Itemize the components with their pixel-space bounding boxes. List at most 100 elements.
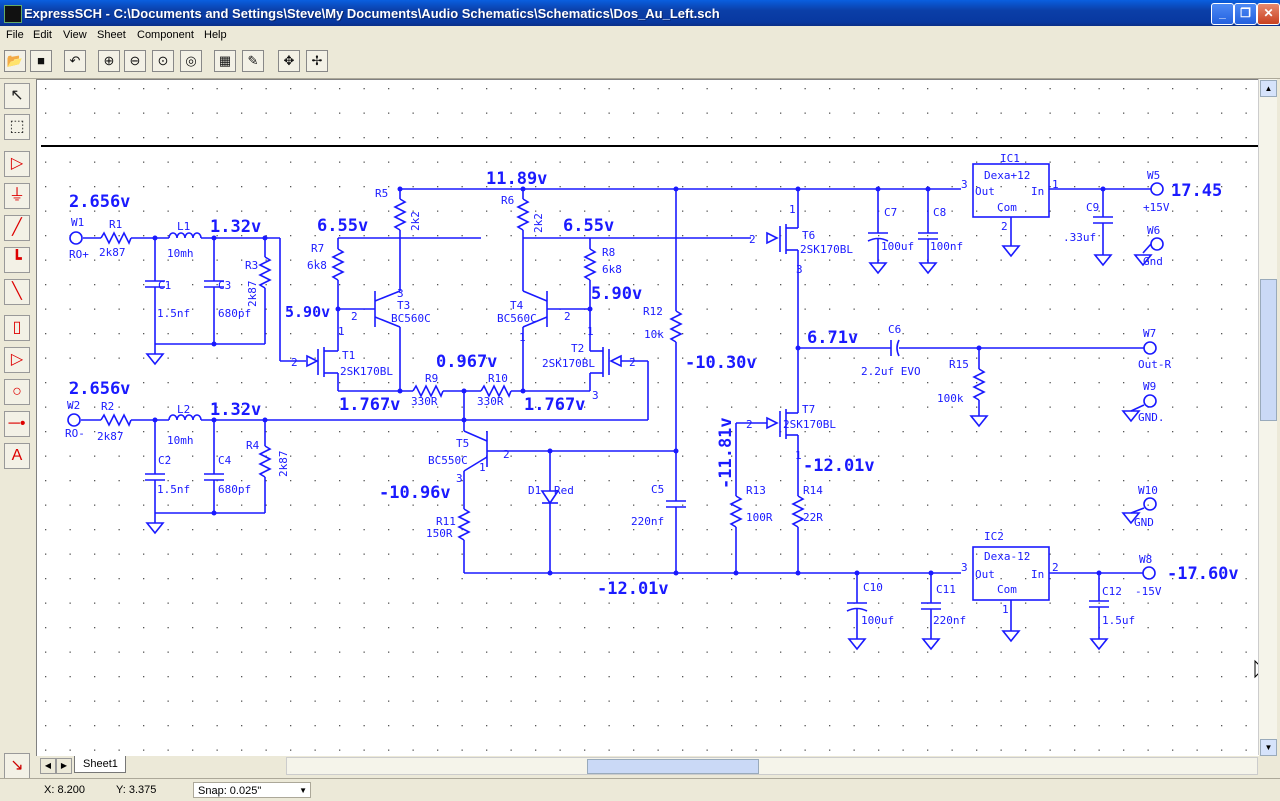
svg-text:RO+: RO+: [69, 248, 89, 261]
svg-text:D1: D1: [528, 484, 541, 497]
zoom-fit-icon[interactable]: ◎: [180, 50, 202, 72]
svg-text:BC560C: BC560C: [497, 312, 537, 325]
move-icon[interactable]: ✥: [278, 50, 300, 72]
svg-text:1: 1: [1052, 178, 1059, 191]
svg-text:Dexa-12: Dexa-12: [984, 550, 1030, 563]
undo-icon[interactable]: ↶: [64, 50, 86, 72]
svg-text:C5: C5: [651, 483, 664, 496]
menu-bar: File Edit View Sheet Component Help: [0, 26, 1280, 45]
svg-text:150R: 150R: [426, 527, 453, 540]
maximize-button[interactable]: ❐: [1234, 3, 1257, 25]
place-component-icon[interactable]: ▷: [4, 151, 30, 177]
tab-next-icon[interactable]: ▶: [56, 758, 72, 774]
menu-file[interactable]: File: [6, 29, 24, 41]
voltage-label: 5.90v: [285, 303, 330, 321]
svg-text:R15: R15: [949, 358, 969, 371]
svg-text:1: 1: [789, 203, 796, 216]
svg-text:2: 2: [564, 310, 571, 323]
menu-help[interactable]: Help: [204, 29, 227, 41]
svg-text:22R: 22R: [803, 511, 823, 524]
select-arrow-icon[interactable]: ↖: [4, 83, 30, 109]
part-icon[interactable]: ▯: [4, 315, 30, 341]
cursor-y: Y: 3.375: [116, 784, 157, 796]
wire-icon[interactable]: ╱: [4, 215, 30, 241]
net-icon[interactable]: ↘: [4, 753, 30, 779]
voltage-label: -10.30v: [685, 353, 757, 373]
menu-component[interactable]: Component: [137, 29, 194, 41]
port-icon[interactable]: ▷: [4, 347, 30, 373]
ground-icon[interactable]: ⏚: [4, 183, 30, 209]
minimize-button[interactable]: _: [1211, 3, 1234, 25]
svg-text:2SK170BL: 2SK170BL: [340, 365, 393, 378]
svg-text:T4: T4: [510, 299, 524, 312]
svg-text:3: 3: [961, 561, 968, 574]
text-icon[interactable]: A: [4, 443, 30, 469]
voltage-label: -10.96v: [379, 483, 451, 503]
svg-text:C3: C3: [218, 279, 231, 292]
scroll-thumb[interactable]: [1260, 279, 1277, 421]
close-button[interactable]: ✕: [1257, 3, 1280, 25]
svg-text:R10: R10: [488, 372, 508, 385]
svg-text:R5: R5: [375, 187, 388, 200]
zoom-in-icon[interactable]: ⊕: [98, 50, 120, 72]
sheet-tab[interactable]: Sheet1: [74, 756, 126, 773]
edit-part-icon[interactable]: ✎: [242, 50, 264, 72]
voltage-label: 0.967v: [436, 352, 497, 372]
line-icon[interactable]: ╲: [4, 279, 30, 305]
svg-text:R2: R2: [101, 400, 114, 413]
hscroll-thumb[interactable]: [587, 759, 759, 774]
svg-text:W7: W7: [1143, 327, 1156, 340]
chevron-down-icon[interactable]: ▼: [299, 786, 307, 795]
open-icon[interactable]: 📂: [4, 50, 26, 72]
svg-text:1: 1: [338, 325, 345, 338]
svg-text:Dexa+12: Dexa+12: [984, 169, 1030, 182]
properties-icon[interactable]: ▦: [214, 50, 236, 72]
menu-view[interactable]: View: [63, 29, 87, 41]
menu-edit[interactable]: Edit: [33, 29, 52, 41]
select-area-icon[interactable]: ⬚: [4, 114, 30, 140]
scroll-down-icon[interactable]: ▼: [1260, 739, 1277, 756]
svg-text:100k: 100k: [937, 392, 964, 405]
svg-text:BC560C: BC560C: [391, 312, 431, 325]
svg-text:L2: L2: [177, 403, 190, 416]
svg-text:W10: W10: [1138, 484, 1158, 497]
svg-text:2: 2: [629, 356, 636, 369]
svg-text:R3: R3: [245, 259, 258, 272]
zoom-out-icon[interactable]: ⊖: [124, 50, 146, 72]
svg-text:T5: T5: [456, 437, 469, 450]
vertical-scrollbar[interactable]: ▲ ▼: [1258, 79, 1277, 756]
menu-sheet[interactable]: Sheet: [97, 29, 126, 41]
svg-text:BC550C: BC550C: [428, 454, 468, 467]
svg-text:R1: R1: [109, 218, 122, 231]
svg-text:In: In: [1031, 568, 1044, 581]
voltage-label: 2.656v: [69, 192, 130, 212]
save-icon[interactable]: ■: [30, 50, 52, 72]
svg-text:W8: W8: [1139, 553, 1152, 566]
circle-icon[interactable]: ○: [4, 379, 30, 405]
svg-text:R9: R9: [425, 372, 438, 385]
svg-text:R11: R11: [436, 515, 456, 528]
pan-icon[interactable]: ✢: [306, 50, 328, 72]
schematic-canvas[interactable]: 2.656v 2.656v 1.32v 1.32v 11.89v 6.55v 6…: [36, 79, 1268, 756]
tool-palette: ↖ ⬚ ▷ ⏚ ╱ ┗ ╲ ▯ ▷ ○ ─• A ↘: [0, 79, 36, 779]
svg-text:2k87: 2k87: [246, 281, 259, 308]
scroll-up-icon[interactable]: ▲: [1260, 80, 1277, 97]
svg-text:Out-R: Out-R: [1138, 358, 1171, 371]
svg-text:2k87: 2k87: [97, 430, 124, 443]
svg-text:C11: C11: [936, 583, 956, 596]
voltage-label: 1.32v: [210, 217, 261, 237]
snap-select[interactable]: Snap: 0.025" ▼: [193, 782, 311, 798]
svg-text:10k: 10k: [644, 328, 664, 341]
svg-text:100uf: 100uf: [861, 614, 894, 627]
svg-text:C10: C10: [863, 581, 883, 594]
voltage-label: -12.01v: [803, 456, 875, 476]
junction-icon[interactable]: ─•: [4, 411, 30, 437]
svg-text:Out: Out: [975, 568, 995, 581]
bus-icon[interactable]: ┗: [4, 247, 30, 273]
svg-text:2SK170BL: 2SK170BL: [800, 243, 853, 256]
horizontal-scrollbar[interactable]: [286, 757, 1258, 775]
tab-prev-icon[interactable]: ◀: [40, 758, 56, 774]
zoom-area-icon[interactable]: ⊙: [152, 50, 174, 72]
main-toolbar: 📂 ■ ↶ ⊕ ⊖ ⊙ ◎ ▦ ✎ ✥ ✢: [0, 46, 1280, 79]
